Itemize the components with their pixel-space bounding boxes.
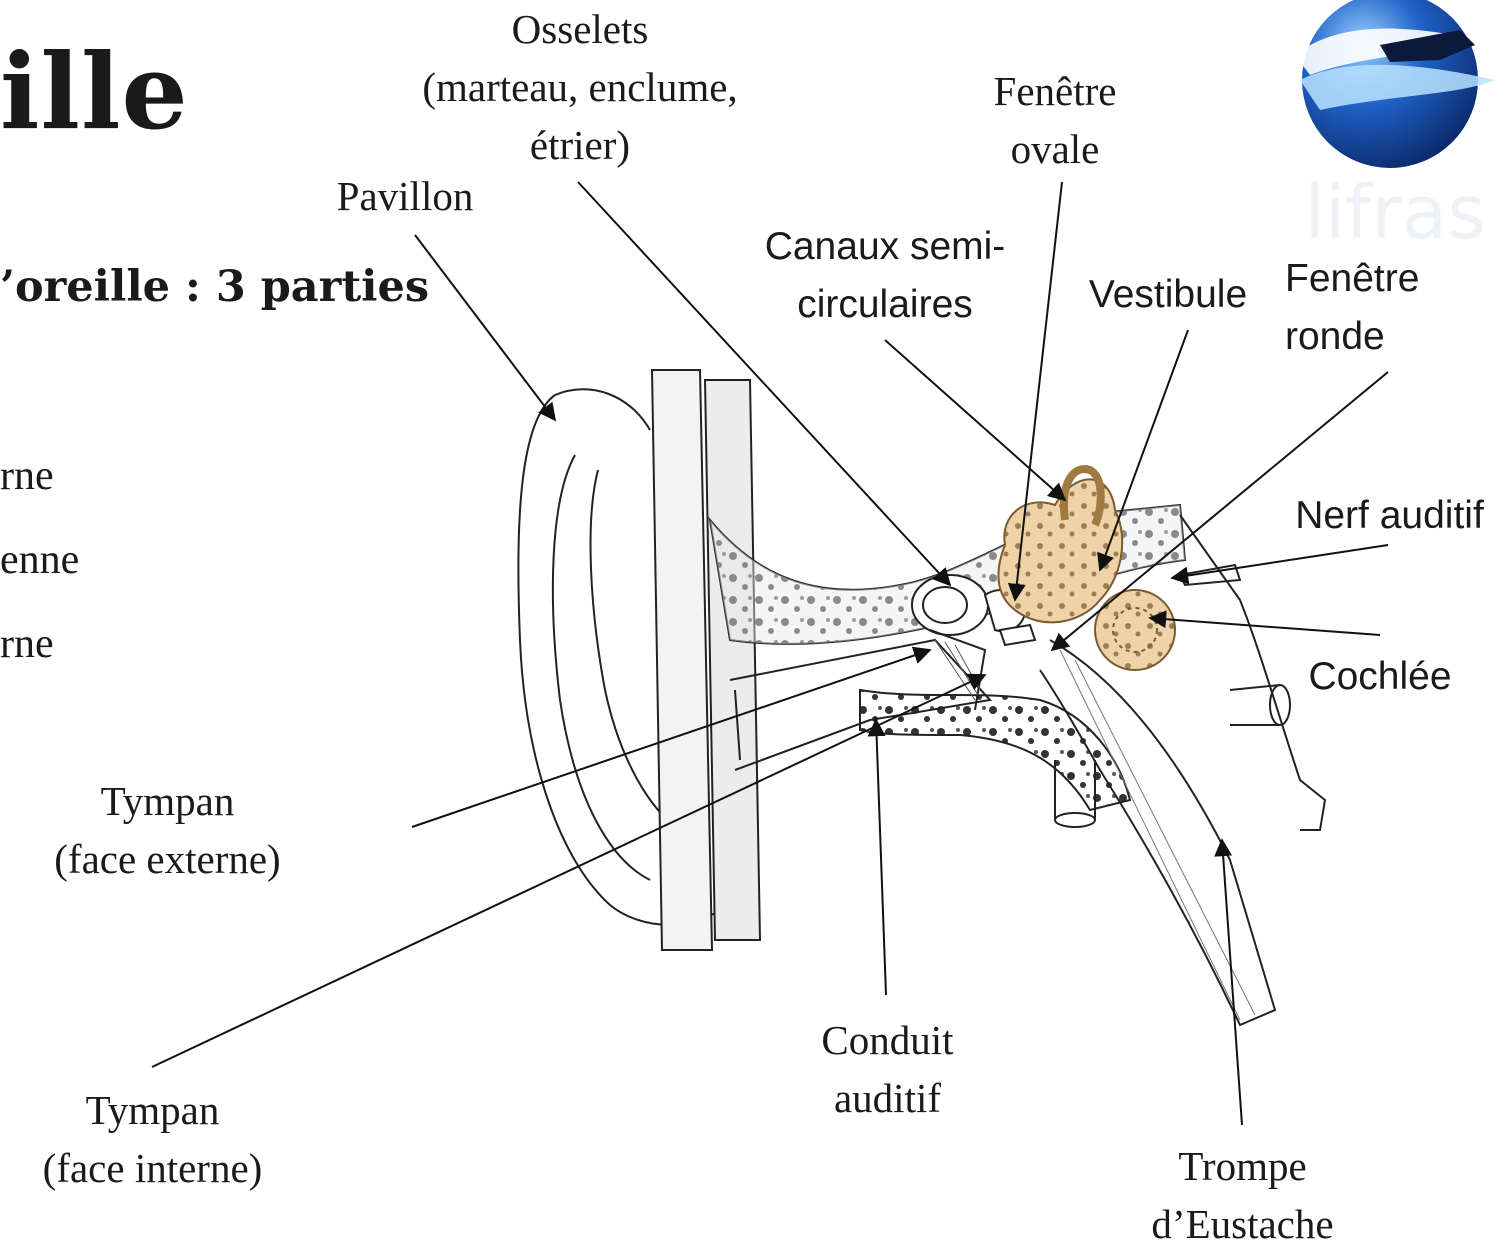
label-pavillon: Pavillon	[300, 167, 510, 225]
label-fenetre-ovale: Fenêtre ovale	[955, 62, 1155, 178]
lifras-logo: lifras	[1290, 0, 1511, 250]
leader-pavillon	[415, 235, 555, 420]
leader-canaux	[885, 340, 1065, 500]
label-tympan-externe: Tympan (face externe)	[15, 772, 320, 888]
label-fenetre-ronde: Fenêtre ronde	[1285, 250, 1475, 366]
eustachian-tube	[1040, 640, 1275, 1025]
leader-cochlee	[1150, 618, 1380, 635]
globe-diver-icon: lifras	[1290, 0, 1511, 250]
label-tympan-interne: Tympan (face interne)	[0, 1081, 305, 1197]
label-conduit-auditif: Conduit auditif	[780, 1011, 995, 1127]
logo-watermark: lifras	[1304, 170, 1486, 250]
label-trompe-eustache: Trompe d’Eustache	[1110, 1137, 1375, 1253]
label-nerf-auditif: Nerf auditif	[1268, 487, 1511, 545]
skull-bone	[652, 370, 760, 950]
label-canaux-semi-circulaires: Canaux semi- circulaires	[735, 218, 1035, 334]
label-cochlee: Cochlée	[1290, 648, 1470, 706]
label-osselets: Osselets (marteau, enclume, étrier)	[370, 0, 790, 174]
leader-conduit	[876, 720, 886, 995]
label-vestibule: Vestibule	[1068, 266, 1268, 324]
